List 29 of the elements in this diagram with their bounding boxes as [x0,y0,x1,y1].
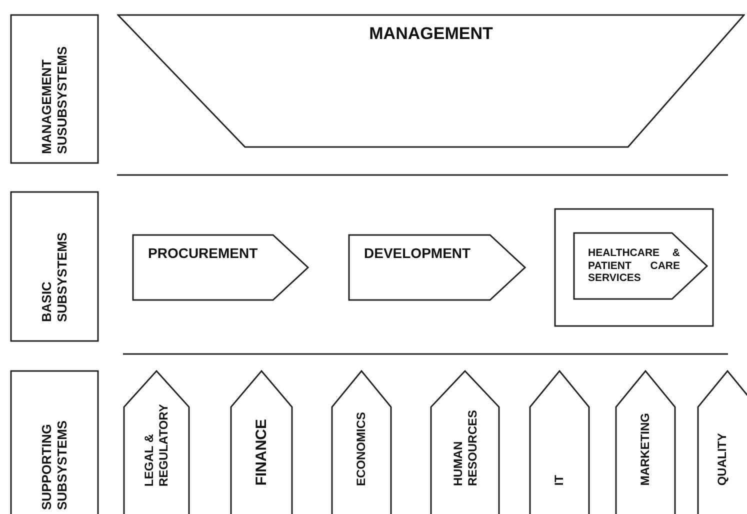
node-label: SUPPORTING SUBSYSTEMS [38,419,70,510]
outer-box [554,208,714,327]
node-label: HUMAN RESOURCES [450,410,480,486]
subsystem-pentagon [123,370,190,514]
node-label: DEVELOPMENT [364,245,471,262]
node-label: MANAGEMENT [369,24,493,44]
node-label: PROCUREMENT [148,245,258,262]
management-trapezoid [117,14,745,148]
subsystem-pentagon [230,370,293,514]
node-label: QUALITY [714,433,730,486]
subsystem-pentagon [529,370,590,514]
subsystem-label-box [10,191,99,342]
subsystem-pentagon [615,370,676,514]
subsystem-label-box [10,370,99,514]
subsystem-pentagon [430,370,500,514]
process-pentagon [573,232,708,300]
node-label: MANAGEMENT SUSUBSYSTEMS [38,45,70,154]
subsystem-pentagon [331,370,392,514]
process-pentagon [348,234,526,301]
node-label: LEGAL & REGULATORY [142,404,171,486]
node-label: ECONOMICS [354,412,369,486]
node-label: MARKETING [638,413,653,486]
node-label: HEALTHCARE & PATIENT CARE SERVICES [588,247,680,285]
node-label: IT [552,475,567,486]
process-pentagon [132,234,309,301]
node-label: BASIC SUBSYSTEMS [38,230,70,322]
subsystem-label-box [10,14,99,164]
node-label: FINANCE [252,419,270,486]
subsystem-pentagon [697,370,747,514]
